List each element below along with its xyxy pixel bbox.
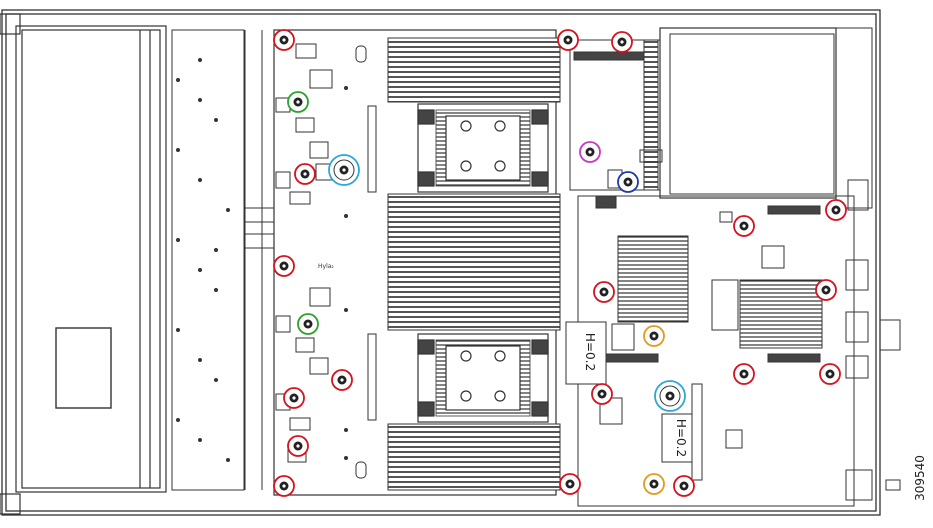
dimm-banks	[387, 37, 561, 491]
board-dot	[198, 178, 202, 182]
orange-screw-ring	[643, 473, 665, 495]
green-screw-ring	[297, 313, 319, 335]
red-screw-ring	[294, 163, 316, 185]
figure-number: 309540	[913, 455, 927, 501]
red-screw-ring	[815, 279, 837, 301]
board-dot	[214, 248, 218, 252]
red-screw-ring	[733, 363, 755, 385]
h02-label-bottom: H=0.2	[661, 413, 693, 463]
board-dot	[198, 358, 202, 362]
board-dot	[198, 98, 202, 102]
cyan-screw-ring	[654, 380, 686, 412]
board-dot	[344, 456, 348, 460]
board-dot	[226, 208, 230, 212]
board-tiny-label: Hyla₂	[318, 263, 334, 270]
drive-cage	[0, 13, 167, 515]
red-screw-ring	[733, 215, 755, 237]
chassis-outline	[1, 9, 881, 516]
board-dot	[214, 378, 218, 382]
red-screw-ring	[611, 31, 633, 53]
red-screw-ring	[557, 29, 579, 51]
red-screw-ring	[591, 383, 613, 405]
red-screw-ring	[559, 473, 581, 495]
h02-label-top: H=0.2	[565, 321, 607, 385]
red-screw-ring	[287, 435, 309, 457]
red-screw-ring	[819, 363, 841, 385]
red-screw-ring	[593, 281, 615, 303]
board-dot	[176, 148, 180, 152]
screw-highlights	[273, 29, 847, 497]
cpu-socket-1	[417, 103, 549, 193]
blue-screw-ring	[617, 171, 639, 193]
cpu-socket-2	[417, 333, 549, 423]
board-dot	[344, 214, 348, 218]
svg-text:H=0.2: H=0.2	[674, 419, 688, 457]
green-screw-ring	[287, 91, 309, 113]
board-dot	[344, 308, 348, 312]
board-dot	[344, 428, 348, 432]
board-dot	[176, 78, 180, 82]
board-dot	[176, 418, 180, 422]
red-screw-ring	[331, 369, 353, 391]
orange-screw-ring	[643, 325, 665, 347]
magenta-screw-ring	[579, 141, 601, 163]
board-dot	[176, 238, 180, 242]
red-screw-ring	[673, 475, 695, 497]
board-dot	[226, 458, 230, 462]
board-dot	[214, 288, 218, 292]
red-screw-ring	[273, 29, 295, 51]
svg-text:H=0.2: H=0.2	[583, 333, 597, 371]
long-connectors	[355, 45, 377, 479]
right-board-area	[569, 27, 901, 507]
board-dot	[198, 268, 202, 272]
red-screw-ring	[273, 255, 295, 277]
red-screw-ring	[283, 387, 305, 409]
board-dot	[198, 58, 202, 62]
red-screw-ring	[273, 475, 295, 497]
board-dot	[198, 438, 202, 442]
red-screw-ring	[825, 199, 847, 221]
midplane-dots	[176, 58, 348, 462]
board-dot	[344, 86, 348, 90]
board-dot	[176, 328, 180, 332]
cyan-screw-ring	[328, 154, 360, 186]
board-dot	[214, 118, 218, 122]
